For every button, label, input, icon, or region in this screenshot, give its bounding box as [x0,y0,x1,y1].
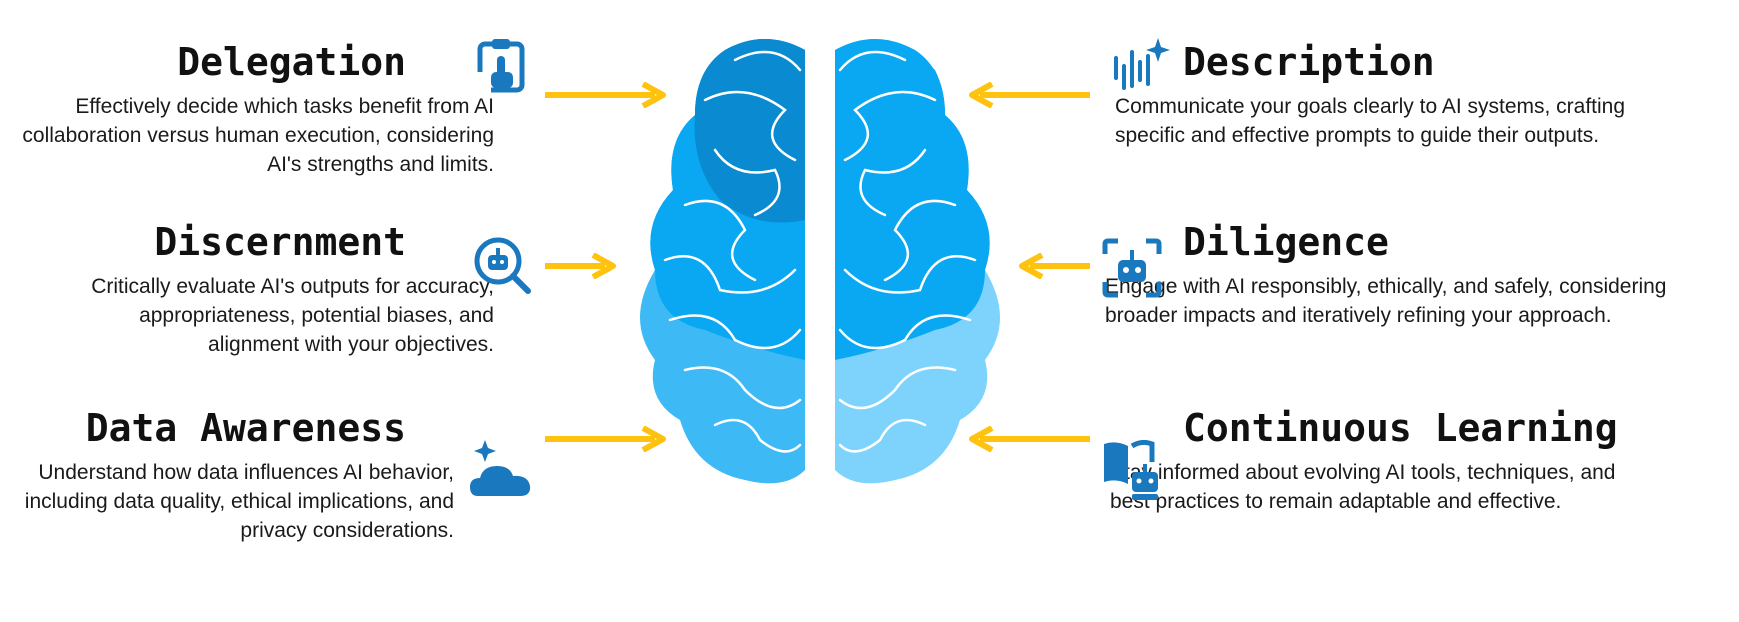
description-text: Communicate your goals clearly to AI sys… [1115,95,1626,147]
brain-left-hemisphere [640,39,805,484]
arrow-description [969,82,1090,108]
robot-frame-icon [1102,238,1162,298]
magnify-robot-icon [474,237,531,294]
continuous-learning-text: Stay informed about evolving AI tools, t… [1110,461,1616,513]
description-title: Description [1183,40,1435,84]
audio-sparkle-icon [1114,38,1170,90]
data-awareness-text: Understand how data influences AI behavi… [24,461,454,542]
continuous-learning-title: Continuous Learning [1183,406,1618,450]
brain-right-hemisphere [835,39,1000,484]
delegation-title: Delegation [177,40,406,84]
arrow-diligence [1019,253,1090,279]
data-awareness-title: Data Awareness [85,406,406,450]
arrow-continuous-learning [969,426,1090,452]
brain-illustration [640,39,1000,484]
arrow-discernment [545,253,616,279]
book-robot-icon [1104,440,1158,500]
arrow-data-awareness [545,426,666,452]
discernment-text: Critically evaluate AI's outputs for acc… [91,275,494,356]
cloud-sparkle-icon [470,440,531,496]
diligence-title: Diligence [1183,220,1389,264]
discernment-title: Discernment [154,220,406,264]
delegation-text: Effectively decide which tasks benefit f… [22,95,494,176]
diligence-text: Engage with AI responsibly, ethically, a… [1105,275,1667,327]
arrow-delegation [545,82,666,108]
clipboard-hand-icon [477,39,525,94]
